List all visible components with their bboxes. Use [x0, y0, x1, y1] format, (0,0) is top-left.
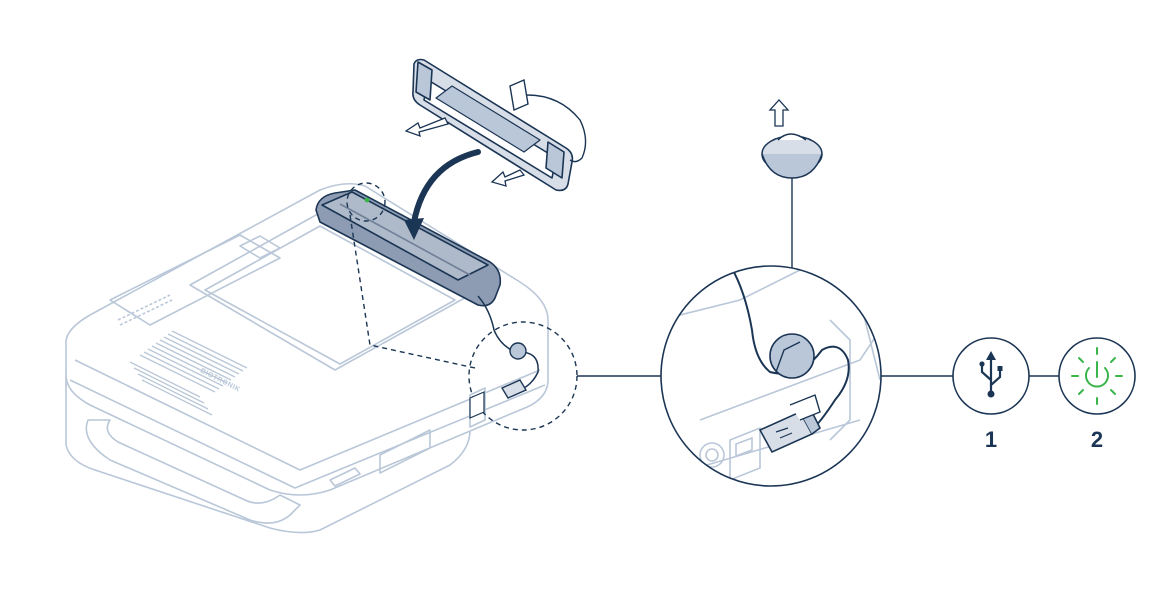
release-arrow-left: [404, 117, 449, 138]
power-led-icon: [1058, 337, 1136, 415]
cable-clip: [509, 342, 527, 360]
cradle-usb-plug: [509, 79, 529, 111]
step-number-2: 2: [1090, 427, 1104, 452]
usb-plug-small: [500, 379, 528, 399]
step-number-1: 1: [984, 427, 998, 452]
release-arrow-right: [490, 169, 526, 187]
adhesive-pad: [761, 133, 823, 179]
peel-arrow: [768, 99, 790, 127]
insert-arrow: [411, 149, 481, 225]
zoom-detail: [661, 266, 881, 486]
usb-icon: [952, 337, 1030, 415]
cradle-piece: [412, 58, 574, 192]
vent-grille: [129, 330, 248, 416]
device-handle: [85, 419, 301, 524]
led-callout-circle: [346, 182, 386, 222]
dock-led: [364, 197, 370, 203]
programmer-device: [65, 182, 549, 534]
